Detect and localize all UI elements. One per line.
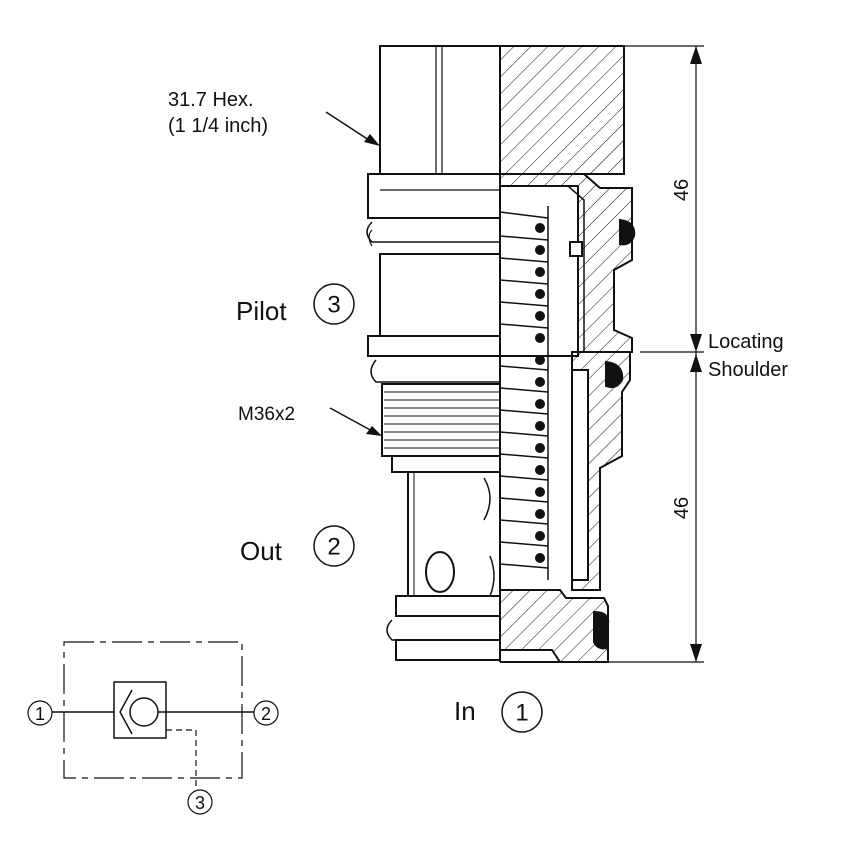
symbol-port-3: 3: [195, 793, 205, 813]
hydraulic-symbol: [27, 641, 279, 815]
pilot-section: [379, 253, 501, 337]
out-port-circle: [313, 525, 355, 567]
symbol-port-1: 1: [35, 704, 45, 724]
spring-coils: [535, 223, 545, 563]
lower-seal: [593, 610, 610, 650]
arrow-down-mid: [690, 334, 702, 352]
upper-seal: [619, 218, 636, 246]
arrow-up-top: [690, 46, 702, 64]
hex-head: [379, 45, 501, 175]
out-port-number: 2: [327, 534, 340, 561]
cartridge-body: [366, 45, 636, 663]
hex-leader: [325, 111, 380, 146]
hex-head-section: [499, 45, 625, 175]
symbol-port-2: 2: [261, 704, 271, 724]
thread-label: M36x2: [238, 404, 295, 425]
cross-port: [425, 551, 455, 593]
dimension-lines: [608, 45, 704, 663]
thread-section: [381, 383, 501, 457]
nose-section: [499, 589, 609, 663]
arrow-down-bot: [690, 644, 702, 662]
hex-size-label: 31.7 Hex.: [168, 89, 254, 111]
shoulder-label: Shoulder: [708, 359, 788, 381]
shoulder-collar: [367, 335, 501, 357]
pilot-line: [166, 729, 197, 790]
in-port-number: 1: [515, 700, 528, 727]
side-port: [483, 477, 491, 521]
locating-label: Locating: [708, 331, 784, 353]
pilot-port-number: 3: [327, 292, 340, 319]
upper-collar: [367, 173, 501, 219]
in-port-label: In: [454, 696, 476, 726]
pilot-port-label: Pilot: [236, 296, 287, 326]
symbol-envelope: [63, 641, 243, 779]
arrow-up-mid: [690, 354, 702, 372]
dim-upper-label: 46: [671, 179, 693, 201]
spring: [499, 211, 549, 569]
out-port-label: Out: [240, 536, 283, 566]
pilot-port-circle: [313, 283, 355, 325]
hex-inch-label: (1 1/4 inch): [168, 115, 268, 137]
in-port-circle: [501, 691, 543, 733]
nose-ring: [395, 595, 501, 617]
dim-lower-label: 46: [671, 497, 693, 519]
thread-leader: [329, 407, 382, 436]
